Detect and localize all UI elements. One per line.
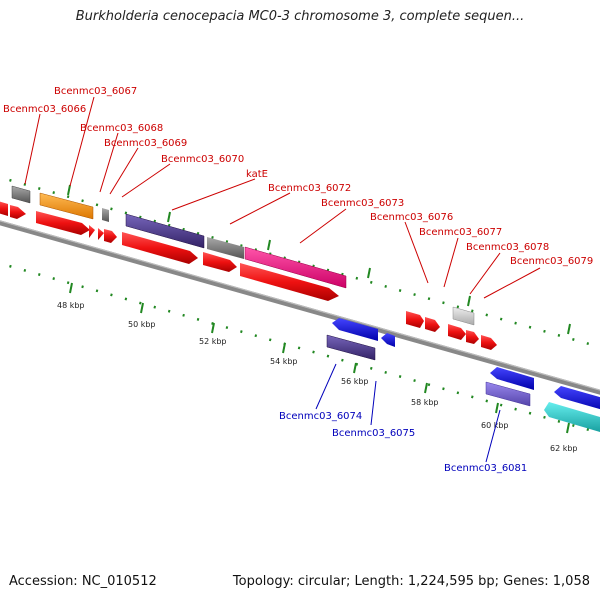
gene-label-6075[interactable]: Bcenmc03_6075 [332, 428, 415, 439]
gene-label-katE[interactable]: katE [246, 169, 268, 180]
major-ticks [67, 184, 571, 434]
gene-label-6068[interactable]: Bcenmc03_6068 [80, 123, 163, 134]
gene-label-6072[interactable]: Bcenmc03_6072 [268, 183, 351, 194]
gene-label-6067[interactable]: Bcenmc03_6067 [54, 86, 137, 97]
scale-label-48kbp: 48 kbp [57, 301, 85, 310]
scale-label-56kbp: 56 kbp [341, 377, 369, 386]
scale-label-58kbp: 58 kbp [411, 398, 439, 407]
gene-6073[interactable] [244, 246, 347, 289]
scale-label-50kbp: 50 kbp [128, 320, 156, 329]
gene-6081[interactable] [485, 381, 531, 407]
gene-label-6066[interactable]: Bcenmc03_6066 [3, 104, 86, 115]
gene-6077[interactable] [425, 317, 440, 332]
scale-label-60kbp: 60 kbp [481, 421, 509, 430]
scale-label-54kbp: 54 kbp [270, 357, 298, 366]
gene-6073-red[interactable] [240, 263, 339, 301]
gene-6066[interactable] [0, 201, 8, 216]
gene-katE[interactable] [125, 213, 205, 249]
gene-6075[interactable] [326, 334, 376, 361]
gene-6069[interactable] [98, 228, 104, 240]
gene-6081-blue[interactable] [490, 367, 534, 390]
gene-label-6081[interactable]: Bcenmc03_6081 [444, 463, 527, 474]
reverse-strand-genes [326, 318, 600, 435]
gene-label-6074[interactable]: Bcenmc03_6074 [279, 411, 362, 422]
gene-6068[interactable] [89, 225, 95, 238]
gene-katE-red[interactable] [122, 232, 198, 264]
accession-text: Accession: NC_010512 [9, 574, 157, 589]
gene-6068-gray[interactable] [102, 208, 109, 222]
gene-label-6078[interactable]: Bcenmc03_6078 [466, 242, 549, 253]
gene-label-6077[interactable]: Bcenmc03_6077 [419, 227, 502, 238]
genome-summary-text: Topology: circular; Length: 1,224,595 bp… [232, 574, 590, 589]
gene-6074[interactable] [332, 318, 378, 341]
gene-6067-orange[interactable] [39, 192, 94, 220]
gene-6067-red[interactable] [36, 211, 90, 235]
scale-label-62kbp: 62 kbp [550, 444, 578, 453]
genome-backbone-highlight [0, 220, 600, 391]
gene-6079[interactable] [466, 330, 479, 344]
gene-6070[interactable] [104, 229, 117, 243]
gene-6066-gray[interactable] [11, 185, 31, 204]
gene-6078[interactable] [448, 324, 466, 340]
gene-label-6073[interactable]: Bcenmc03_6073 [321, 198, 404, 209]
map-title: Burkholderia cenocepacia MC0-3 chromosom… [75, 9, 525, 24]
gene-label-6079[interactable]: Bcenmc03_6079 [510, 256, 593, 267]
gene-6072-gray[interactable] [207, 237, 244, 259]
forward-strand-genes [0, 185, 497, 350]
gene-6076[interactable] [406, 311, 424, 328]
label-leader-lines [24, 96, 541, 463]
gene-6067[interactable] [10, 205, 26, 219]
gene-6074b[interactable] [381, 333, 395, 347]
gene-6082[interactable] [554, 386, 600, 412]
gene-6078-gray[interactable] [452, 306, 475, 326]
genome-backbone [0, 220, 600, 395]
gene-6079b[interactable] [481, 335, 497, 350]
gene-label-6076[interactable]: Bcenmc03_6076 [370, 212, 453, 223]
gene-6072[interactable] [203, 252, 237, 272]
scale-label-52kbp: 52 kbp [199, 337, 227, 346]
gene-6082-cyan[interactable] [544, 402, 600, 435]
gene-label-6069[interactable]: Bcenmc03_6069 [104, 138, 187, 149]
gene-label-6070[interactable]: Bcenmc03_6070 [161, 154, 244, 165]
